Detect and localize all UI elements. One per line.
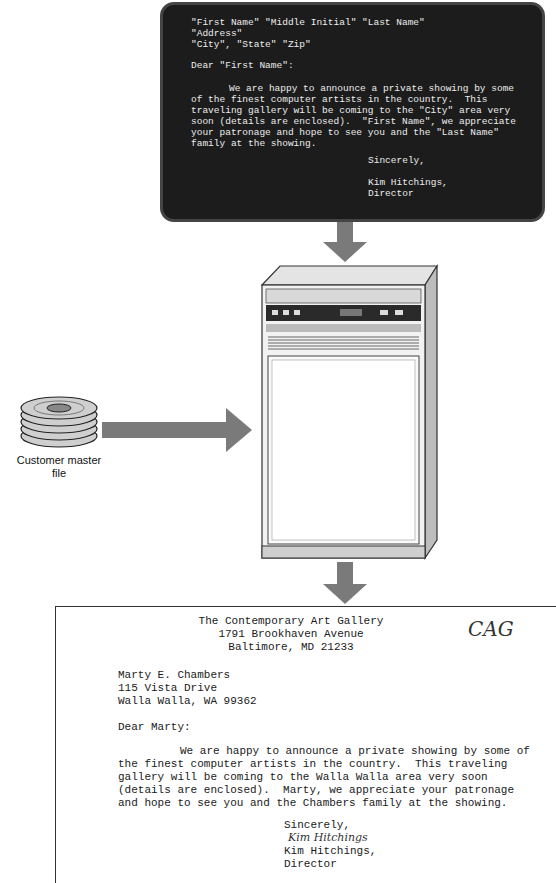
node-text: 115 Vista Drive (118, 682, 418, 695)
drawing-part (294, 310, 300, 315)
node-text: Marty E. Chambers (118, 669, 418, 682)
drawing-part (268, 337, 419, 349)
drawing-part (337, 222, 353, 244)
node-text: Director (368, 188, 518, 199)
printed-letter: The Contemporary Art Gallery1791 Brookha… (55, 606, 556, 883)
drawing-part (380, 310, 388, 315)
node-text: 1791 Brookhaven Avenue (146, 628, 436, 641)
drawing-part (268, 356, 419, 544)
node-text: "Address" (191, 28, 521, 39)
drawing-part (262, 285, 425, 558)
drawing-part (272, 360, 415, 540)
drawing-part (266, 324, 421, 332)
drawing-part (337, 562, 353, 586)
terminal-screen: "First Name" "Middle Initial" "Last Name… (160, 2, 545, 222)
disk-pack: Customer master file (16, 392, 102, 484)
node-text: Baltimore, MD 21233 (146, 641, 436, 654)
node-text: CAG (468, 617, 528, 641)
drawing-part (395, 310, 403, 315)
drawing-part (262, 266, 437, 285)
node-text: Kim Hitchings, (284, 845, 484, 858)
drawing-part (266, 305, 421, 321)
node-text: Customer master file (16, 454, 102, 480)
drawing-part (34, 401, 84, 415)
node-text: Walla Walla, WA 99362 (118, 695, 418, 708)
node-text: We are happy to announce a private showi… (118, 745, 540, 810)
node-text: "City", "State" "Zip" (191, 39, 521, 50)
node-text: Sincerely, (284, 819, 484, 832)
drawing-part (340, 309, 362, 316)
drawing-part (425, 266, 437, 558)
node-text: Kim Hitchings (288, 831, 488, 844)
drawing-part (47, 404, 71, 412)
drawing-part (272, 310, 278, 315)
drawing-part (262, 546, 425, 558)
node-text: We are happy to announce a private showi… (191, 83, 517, 149)
drawing-part (268, 349, 419, 350)
drawing-part (323, 584, 367, 604)
disk-pack-symbol (16, 392, 102, 452)
node-text: The Contemporary Art Gallery (146, 615, 436, 628)
drawing-part (323, 242, 367, 262)
drawing-part (268, 346, 419, 347)
drawing-part (102, 422, 228, 438)
drawing-part (268, 340, 419, 341)
drawing-part (268, 337, 419, 338)
node-text: Dear "First Name": (191, 60, 521, 71)
drawing-part (266, 289, 421, 303)
node-text: Sincerely, (368, 155, 518, 166)
node-text: Dear Marty: (118, 721, 418, 734)
node-text: Kim Hitchings, (368, 177, 518, 188)
node-text: "First Name" "Middle Initial" "Last Name… (191, 17, 521, 28)
node-text: Director (284, 858, 484, 871)
drawing-part (268, 343, 419, 344)
drawing-part (283, 310, 289, 315)
drawing-part (21, 397, 97, 419)
drawing-part (226, 408, 252, 452)
